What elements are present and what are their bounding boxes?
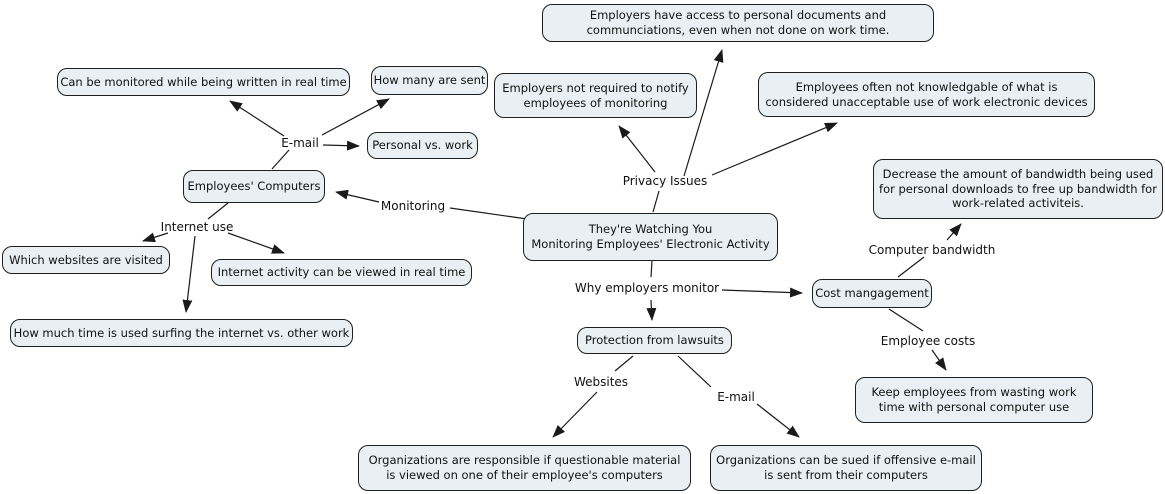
node-how-many-sent[interactable]: How many are sent: [371, 66, 488, 95]
edge-why-to-protection: [646, 299, 657, 321]
edge-protection-to-email-bottom: [677, 355, 712, 388]
node-decrease-bandwidth[interactable]: Decrease the amount of bandwidth being u…: [873, 159, 1163, 219]
label-websites[interactable]: Websites: [573, 375, 629, 389]
edge-privacy-to-central: [652, 190, 660, 213]
edge-privacy-to-not-knowledgable: [711, 122, 838, 176]
edge-central-to-monitoring: [449, 207, 528, 220]
edge-websites-to-org-responsible: [552, 391, 598, 438]
edge-cost-to-employee-costs: [888, 308, 924, 332]
node-which-websites[interactable]: Which websites are visited: [2, 246, 170, 274]
edge-monitoring-to-computers: [335, 189, 380, 203]
central-title-line1: They're Watching You: [588, 222, 713, 237]
label-monitoring[interactable]: Monitoring: [380, 199, 446, 213]
label-internet-use[interactable]: Internet use: [160, 220, 234, 234]
node-cost-management[interactable]: Cost mangagement: [812, 279, 932, 308]
node-how-much-time[interactable]: How much time is used surfing the intern…: [10, 319, 353, 347]
edge-email-to-personal-vs-work: [322, 140, 360, 151]
edge-privacy-to-employers-access: [683, 49, 724, 177]
label-email-bottom[interactable]: E-mail: [717, 390, 755, 404]
edge-central-to-why-monitor: [650, 260, 653, 278]
label-computer-bandwidth[interactable]: Computer bandwidth: [868, 243, 996, 257]
node-employers-access[interactable]: Employers have access to personal docume…: [542, 4, 934, 42]
node-org-responsible[interactable]: Organizations are responsible if questio…: [358, 445, 691, 491]
edge-internet-use-to-internet-activity: [227, 232, 285, 254]
node-not-required-notify[interactable]: Employers not required to notify employe…: [494, 73, 697, 118]
edge-computers-to-email: [271, 149, 290, 170]
node-central-topic[interactable]: They're Watching You Monitoring Employee…: [523, 213, 778, 261]
node-personal-vs-work[interactable]: Personal vs. work: [367, 132, 478, 159]
central-title-line2: Monitoring Employees' Electronic Activit…: [531, 237, 770, 251]
edge-internet-use-to-how-much-time: [182, 235, 196, 313]
edge-computers-to-internet-use: [207, 202, 229, 220]
edge-why-to-cost: [721, 287, 803, 298]
label-employee-costs[interactable]: Employee costs: [880, 334, 976, 348]
node-not-knowledgable[interactable]: Employees often not knowledgable of what…: [758, 72, 1095, 117]
node-protection-lawsuits[interactable]: Protection from lawsuits: [577, 327, 732, 354]
node-internet-activity[interactable]: Internet activity can be viewed in real …: [211, 259, 472, 286]
edge-employee-costs-to-keep: [931, 349, 947, 371]
label-privacy-issues[interactable]: Privacy Issues: [622, 174, 708, 188]
edge-email-bottom-to-org-sued: [756, 403, 800, 438]
edge-email-to-how-many-sent: [321, 98, 390, 136]
edge-cost-to-bandwidth-label: [897, 256, 925, 278]
edge-bandwidth-to-decrease: [946, 223, 962, 241]
edge-email-to-can-be-monitored: [229, 100, 285, 137]
node-org-sued[interactable]: Organizations can be sued if offensive e…: [710, 445, 982, 491]
edge-protection-to-websites: [614, 355, 634, 372]
label-email-top[interactable]: E-mail: [281, 136, 319, 150]
node-keep-employees[interactable]: Keep employees from wasting work time wi…: [855, 377, 1093, 423]
node-employees-computers[interactable]: Employees' Computers: [183, 170, 325, 203]
node-can-be-monitored[interactable]: Can be monitored while being written in …: [57, 68, 350, 96]
label-why-employers-monitor[interactable]: Why employers monitor: [574, 281, 720, 295]
edge-privacy-to-not-required: [618, 125, 656, 173]
edge-internet-use-to-which-websites: [142, 232, 169, 243]
